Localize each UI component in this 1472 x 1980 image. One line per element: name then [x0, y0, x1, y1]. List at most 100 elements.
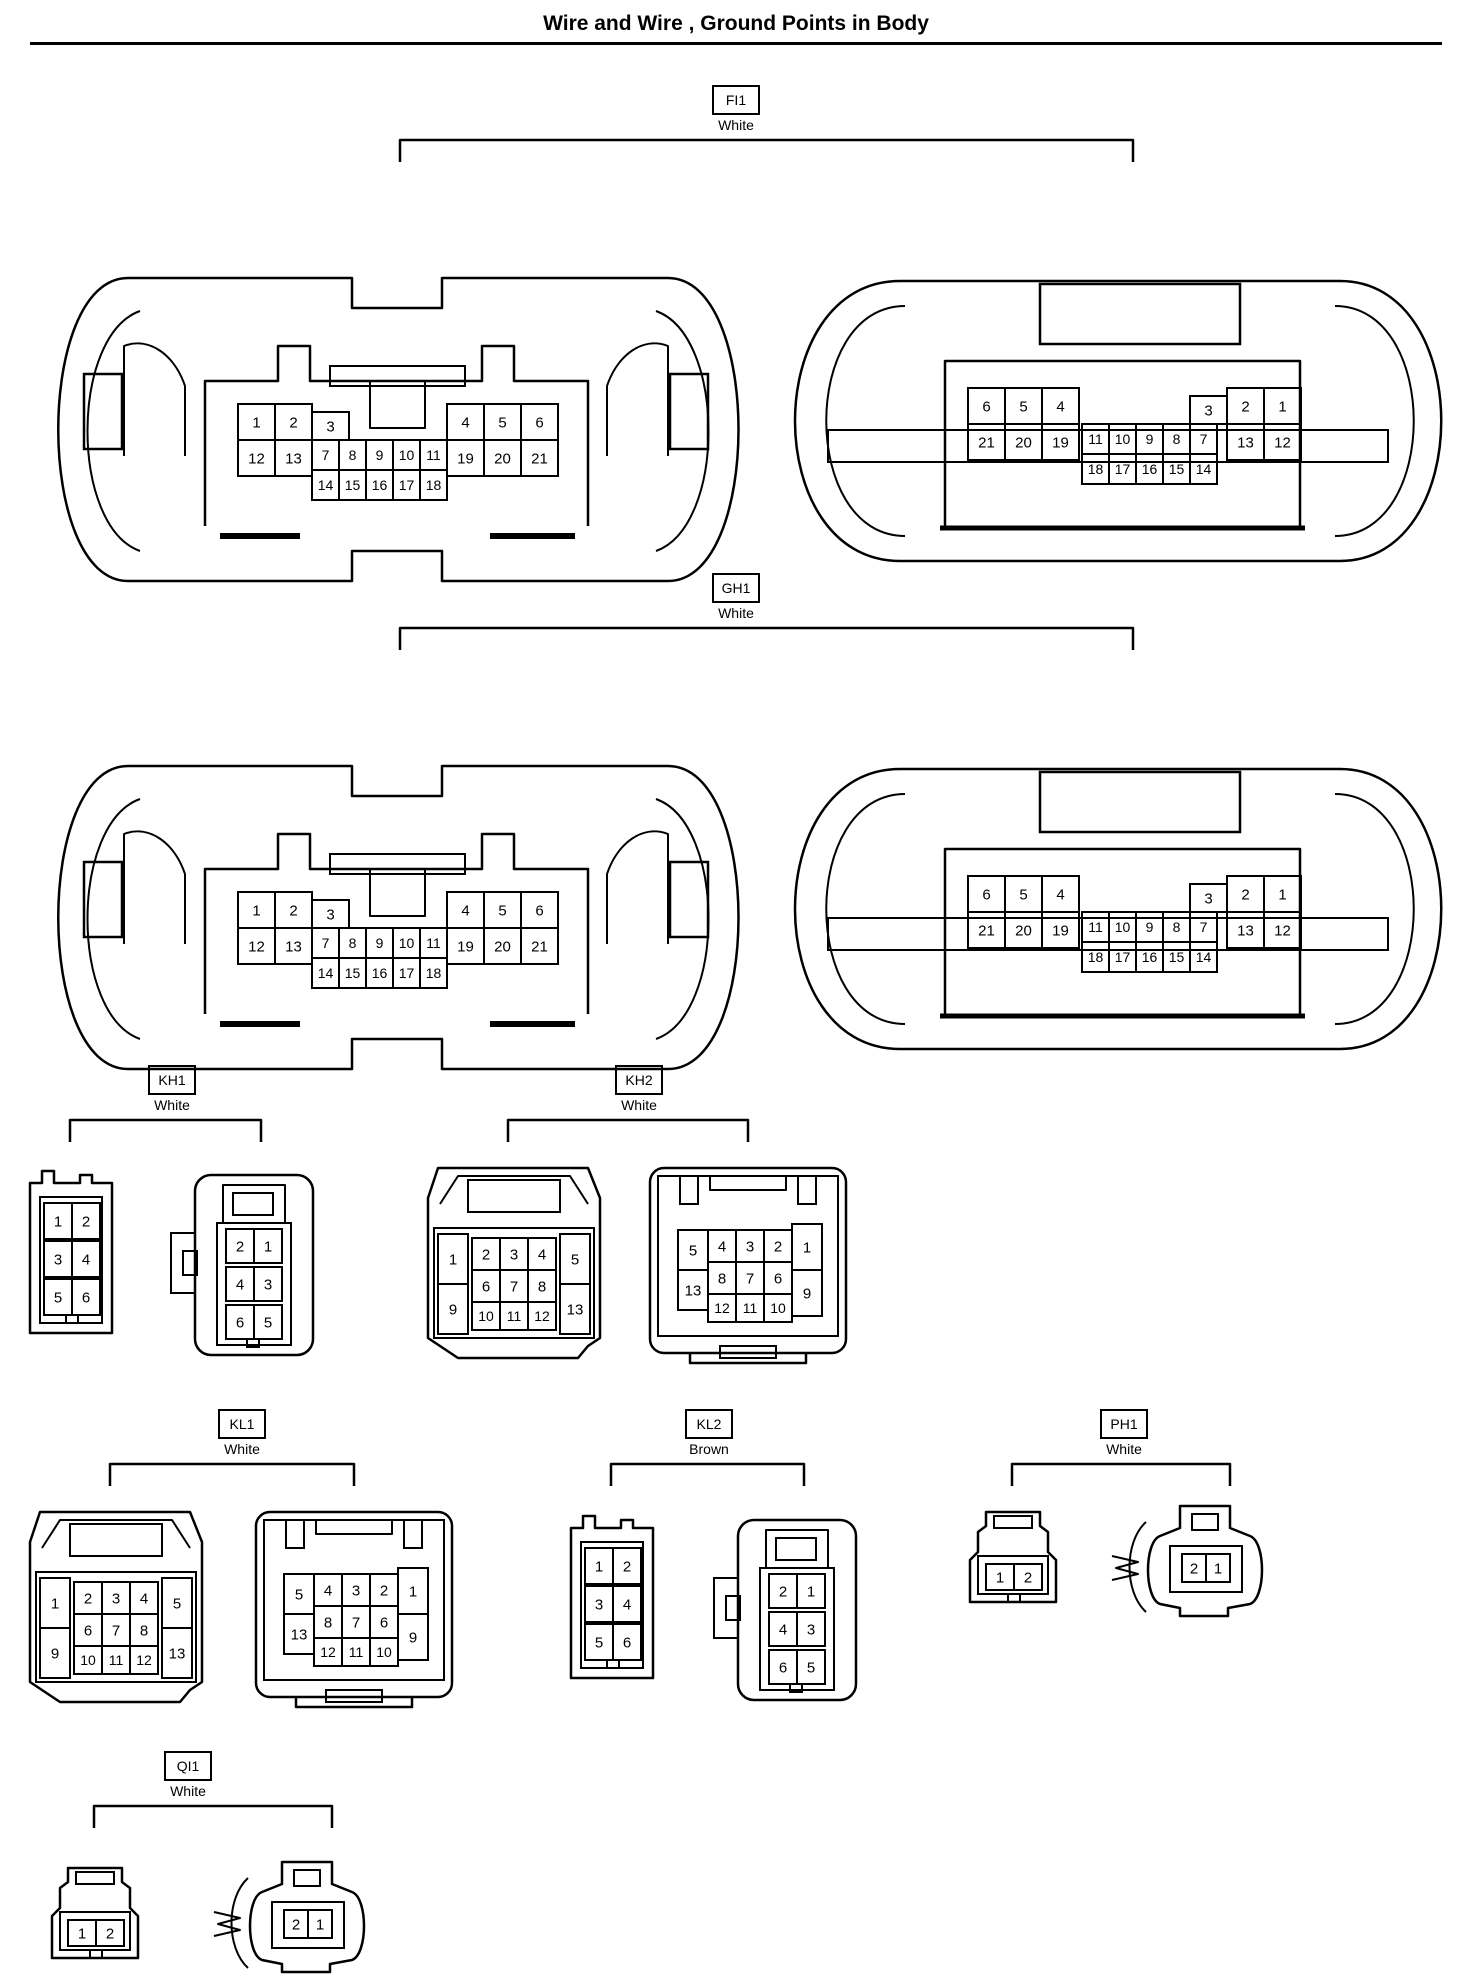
pin-cell: 7 [735, 1261, 765, 1295]
pin-number: 3 [595, 1596, 603, 1613]
pin-cell: 6 [612, 1623, 642, 1661]
pin-number: 3 [1204, 402, 1212, 419]
pin-number: 1 [1214, 1560, 1222, 1577]
pin-number: 5 [689, 1242, 697, 1259]
pin-cell: 4 [71, 1240, 101, 1278]
pin-number: 17 [399, 965, 415, 981]
pin-number: 16 [1142, 949, 1158, 965]
pin-cell: 9 [397, 1613, 429, 1661]
pin-number: 1 [78, 1925, 86, 1942]
pin-cell: 11 [1081, 423, 1110, 455]
pin-number: 15 [1169, 461, 1185, 477]
pin-number: 6 [82, 1289, 90, 1306]
pin-number: 1 [252, 902, 260, 919]
pin-cell: 6 [768, 1649, 798, 1685]
pin-cell: 10 [1108, 423, 1137, 455]
pin-number: 19 [457, 938, 474, 955]
pin-number: 5 [173, 1595, 181, 1612]
pin-cell: 10 [471, 1301, 501, 1331]
pin-number: 5 [498, 414, 506, 431]
pin-cell: 12 [1263, 423, 1302, 461]
pin-number: 7 [322, 447, 330, 463]
pin-cell: 15 [338, 957, 367, 989]
pin-cell: 4 [446, 891, 485, 929]
pin-cell: 10 [1108, 911, 1137, 943]
connector-label: PH1 [1110, 1416, 1137, 1432]
pin-number: 1 [409, 1583, 417, 1600]
pin-cell: 16 [365, 469, 394, 501]
pin-number: 9 [376, 447, 384, 463]
pin-cell: 17 [392, 957, 421, 989]
connector-label: FI1 [726, 92, 746, 108]
pin-cell: 2 [95, 1919, 125, 1947]
pin-cell: 20 [483, 927, 522, 965]
pin-number: 6 [774, 1270, 782, 1287]
pin-cell: 11 [499, 1301, 529, 1331]
pin-number: 19 [1052, 434, 1069, 451]
pin-number: 11 [349, 1644, 364, 1660]
pin-number: 21 [531, 938, 548, 955]
pin-number: 15 [345, 965, 361, 981]
pin-number: 20 [1015, 922, 1032, 939]
pin-number: 18 [1088, 949, 1104, 965]
pin-number: 7 [1200, 431, 1208, 447]
pin-cell: 9 [1135, 911, 1164, 943]
pin-cell: 4 [129, 1581, 159, 1615]
pin-number: 1 [1278, 398, 1286, 415]
pin-cell: 13 [161, 1627, 193, 1679]
pin-number: 6 [623, 1634, 631, 1651]
pin-number: 2 [482, 1246, 490, 1263]
pin-cell: 3 [43, 1240, 73, 1278]
pin-cell: 5 [161, 1577, 193, 1629]
pin-cell: 1 [437, 1233, 469, 1285]
pin-number: 20 [494, 938, 511, 955]
pin-cell: 7 [311, 439, 340, 471]
pin-number: 14 [318, 477, 334, 493]
pin-cell: 5 [43, 1278, 73, 1316]
pin-number: 17 [399, 477, 415, 493]
pin-cell: 2 [225, 1228, 255, 1264]
pin-cell: 10 [73, 1645, 103, 1675]
pin-cell: 18 [1081, 941, 1110, 973]
pin-cell: 2 [768, 1573, 798, 1609]
pin-cell: 4 [225, 1266, 255, 1302]
pin-cell: 12 [129, 1645, 159, 1675]
pin-cell: 4 [1041, 875, 1080, 913]
pin-number: 10 [399, 447, 415, 463]
pin-number: 20 [1015, 434, 1032, 451]
pin-cell: 5 [483, 891, 522, 929]
pin-cell: 10 [763, 1293, 793, 1323]
pin-number: 1 [807, 1583, 815, 1600]
pin-cell: 19 [446, 439, 485, 477]
pin-number: 3 [352, 1582, 360, 1599]
pin-number: 16 [372, 965, 388, 981]
pin-cell: 18 [419, 957, 448, 989]
pin-number: 9 [1146, 431, 1154, 447]
pin-number: 20 [494, 450, 511, 467]
pin-cell: 1 [39, 1577, 71, 1629]
pin-number: 5 [595, 1634, 603, 1651]
pin-cell: 4 [707, 1229, 737, 1263]
pin-cell: 5 [559, 1233, 591, 1285]
pin-cell: 5 [253, 1304, 283, 1340]
pin-number: 10 [376, 1644, 392, 1660]
pin-number: 2 [1024, 1569, 1032, 1586]
pin-cell: 11 [341, 1637, 371, 1667]
pin-number: 4 [461, 414, 469, 431]
pin-cell: 4 [768, 1611, 798, 1647]
pin-cell: 1 [584, 1547, 614, 1585]
pin-cell: 8 [1162, 423, 1191, 455]
pin-number: 6 [982, 398, 990, 415]
